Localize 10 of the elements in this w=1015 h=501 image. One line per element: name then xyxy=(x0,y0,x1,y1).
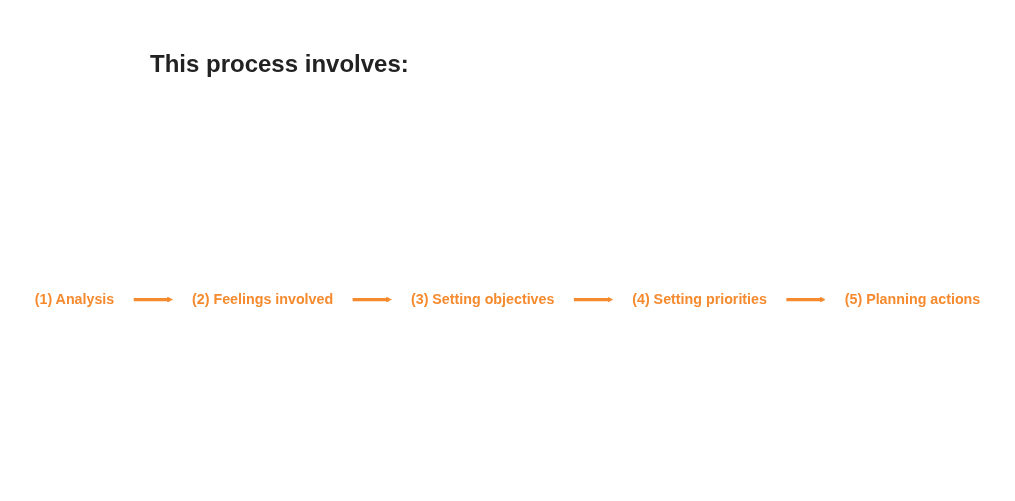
node-text: (3) Setting objectives xyxy=(410,291,555,309)
heading: This process involves: xyxy=(150,50,409,78)
arrow xyxy=(786,297,826,303)
node-text: (1) Analysis xyxy=(34,291,115,309)
node-text: (4) Setting priorities xyxy=(632,291,767,309)
arrow xyxy=(133,297,173,303)
arrow xyxy=(352,297,392,303)
arrow xyxy=(573,297,614,303)
node-text: (5) Planning actions xyxy=(844,291,981,309)
node-text: (2) Feelings involved xyxy=(192,291,334,309)
